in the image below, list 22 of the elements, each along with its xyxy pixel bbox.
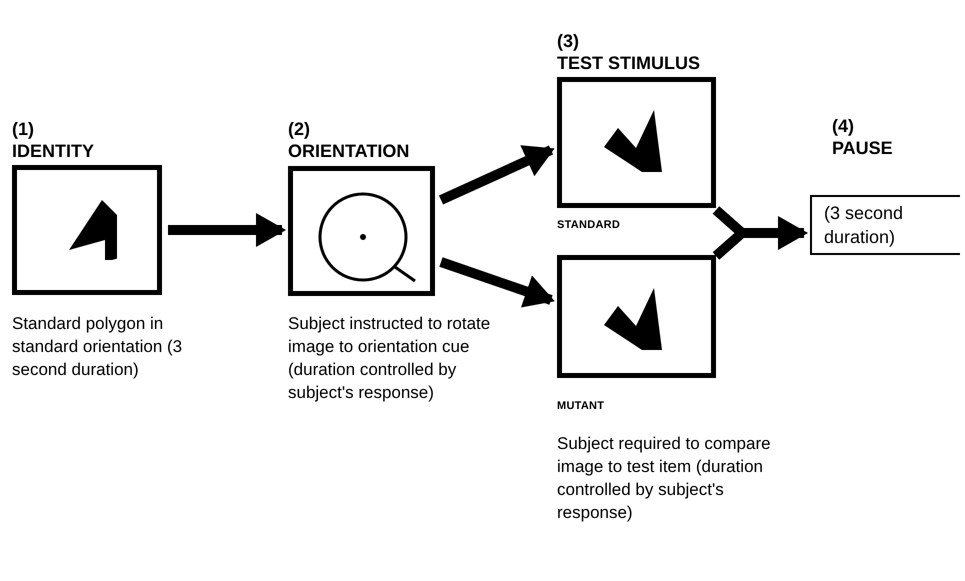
duration-text: (3 second duration) xyxy=(824,202,904,249)
description: Standard polygon in standard orientation (3 second duration) xyxy=(12,313,184,381)
frame-label: MUTANT xyxy=(557,399,606,414)
arrow xyxy=(168,213,286,247)
stimulus-frame xyxy=(12,165,162,295)
frame-label: STANDARD xyxy=(557,218,622,233)
step-title: PAUSE xyxy=(832,137,893,159)
step-number: (3) xyxy=(557,30,580,52)
step-title: IDENTITY xyxy=(12,140,94,162)
description: Subject instructed to rotate image to orientation cue (duration controlled by subject's response) xyxy=(288,313,492,404)
step-title: TEST STIMULUS xyxy=(557,52,700,74)
step-title: ORIENTATION xyxy=(288,140,410,162)
step-number: (2) xyxy=(288,118,311,140)
stimulus-frame xyxy=(288,166,435,296)
arrow xyxy=(711,205,809,261)
arrow xyxy=(439,257,555,308)
stimulus-frame xyxy=(557,77,716,208)
description: Subject required to compare image to test item (duration controlled by subject's response) xyxy=(557,433,772,524)
step-number: (4) xyxy=(832,115,855,137)
arrow xyxy=(438,145,555,205)
step-number: (1) xyxy=(12,118,35,140)
stimulus-frame xyxy=(557,255,716,378)
